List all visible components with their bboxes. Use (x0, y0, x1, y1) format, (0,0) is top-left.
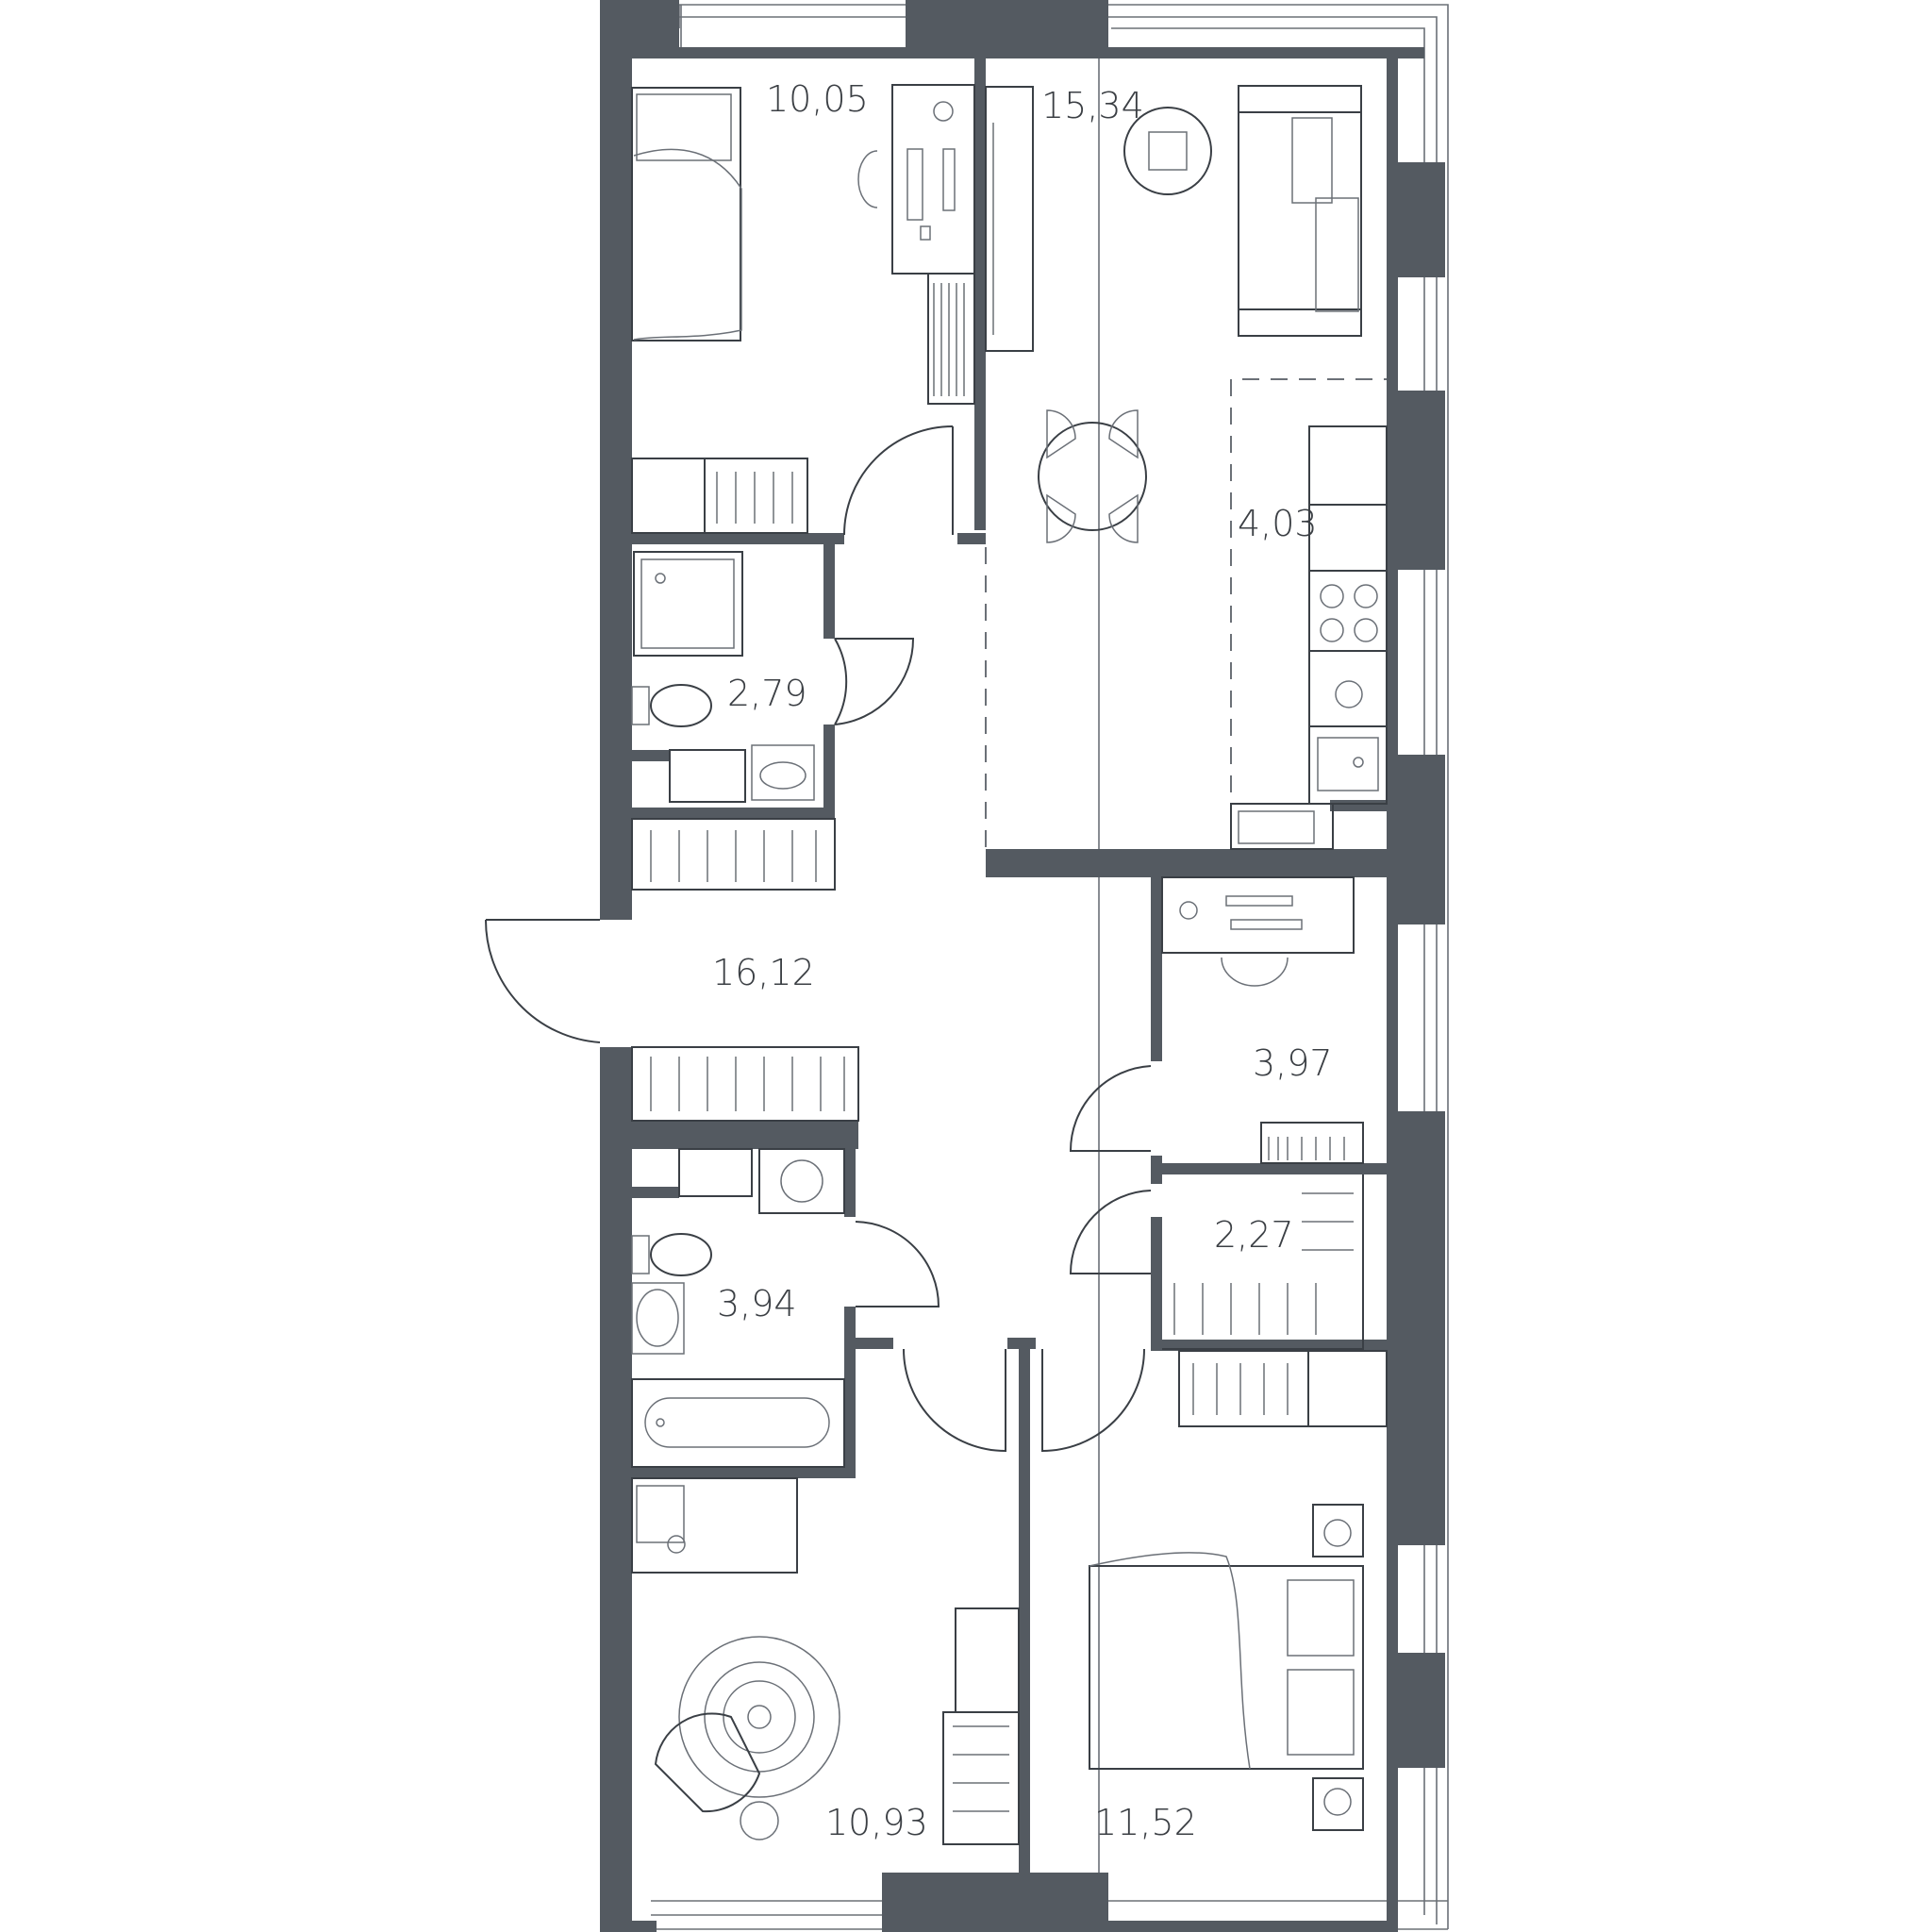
area-label-living-room: 15,34 (1041, 85, 1144, 126)
toilet-bottom (631, 1233, 712, 1276)
area-label-wardrobe: 2,27 (1214, 1214, 1294, 1256)
tv-stand (985, 86, 1034, 352)
area-label-kids-room: 10,93 (825, 1802, 928, 1843)
hall-wardrobe-top (631, 818, 836, 891)
desk-top (857, 84, 975, 275)
sofa (1238, 85, 1362, 337)
toilet-top (631, 684, 712, 727)
area-label-hallway: 16,12 (712, 952, 815, 993)
shower-top (633, 551, 743, 657)
wardrobe-shelves (1162, 1174, 1364, 1350)
bed-top (631, 87, 742, 341)
study-shelf (1260, 1122, 1364, 1164)
dining-table (1038, 409, 1147, 543)
area-label-study: 3,97 (1253, 1042, 1333, 1084)
area-label-bathroom-bottom: 3,94 (717, 1283, 797, 1324)
kids-wardrobe (942, 1607, 1020, 1845)
coffee-table (1123, 107, 1212, 195)
sink-bottom (631, 1282, 685, 1355)
double-bed (1089, 1552, 1364, 1770)
study-desk (1161, 876, 1355, 987)
area-label-kitchen: 4,03 (1238, 503, 1318, 544)
washing-machine (678, 1148, 845, 1214)
bottom-wardrobe (1178, 1350, 1388, 1427)
zone-boundaries (985, 378, 1387, 849)
nightstand-top (1312, 1504, 1364, 1557)
nightstand-bottom (1312, 1777, 1364, 1831)
walls (600, 0, 1445, 1932)
area-label-bathroom-top: 2,79 (727, 673, 807, 714)
kitchen-counter (1230, 425, 1388, 850)
bathtub (631, 1378, 845, 1468)
hall-wardrobe-bottom (631, 1046, 859, 1122)
area-label-bedroom-top: 10,05 (766, 78, 869, 120)
wardrobe-top (631, 458, 808, 534)
sink-top (669, 744, 815, 803)
armchair (654, 1712, 779, 1840)
doors (484, 425, 1152, 1453)
bookshelf-top (927, 273, 975, 405)
kids-bed (631, 1477, 798, 1574)
area-label-bedroom-bottom: 11,52 (1094, 1802, 1197, 1843)
